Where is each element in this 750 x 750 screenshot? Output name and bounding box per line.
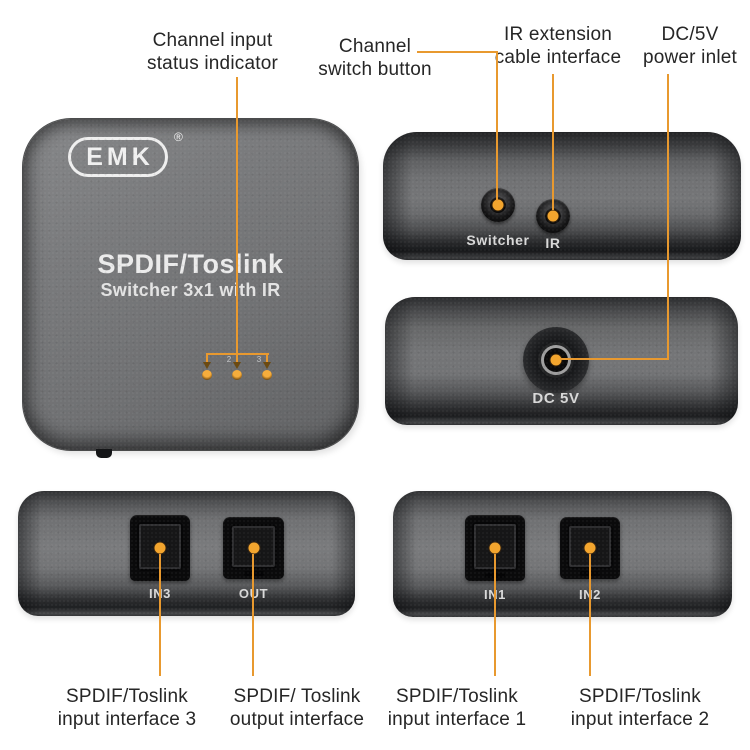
callout-line-dc-power	[560, 358, 669, 360]
toslink-port-out	[223, 517, 284, 579]
callout-line-ir-interface	[552, 74, 554, 210]
callout-drop-led1	[206, 355, 208, 363]
label-line: SPDIF/ Toslink	[233, 686, 361, 707]
callout-line-in1	[494, 554, 496, 676]
callout-line-switch-button	[417, 51, 498, 53]
callout-marker-dot	[248, 542, 259, 554]
brand-logo: EMK	[68, 137, 168, 177]
callout-bracket-leds	[206, 353, 269, 355]
label-spdif-output: SPDIF/ Toslink output interface	[202, 685, 392, 731]
product-subtitle: Switcher 3x1 with IR	[100, 280, 281, 300]
callout-marker-dot	[584, 542, 596, 554]
label-line: SPDIF/Toslink	[66, 686, 188, 707]
product-title: SPDIF/Toslink	[97, 249, 284, 279]
callout-marker-dot	[547, 210, 559, 222]
label-line: cable interface	[494, 47, 622, 68]
label-line: SPDIF/Toslink	[396, 686, 518, 707]
registered-trademark-icon: ®	[174, 130, 183, 144]
label-line: input interface 2	[570, 709, 710, 730]
callout-marker-dot	[492, 199, 504, 211]
callout-line-in3	[159, 554, 161, 676]
callout-line-status-indicator	[236, 77, 238, 354]
label-line: output interface	[229, 709, 365, 730]
label-line: power inlet	[642, 47, 738, 68]
label-line: SPDIF/Toslink	[579, 686, 701, 707]
callout-line-in2	[589, 554, 591, 676]
label-channel-input-status: Channel input status indicator	[120, 29, 305, 75]
led-number-3: 3	[256, 355, 262, 364]
device-foot	[96, 449, 112, 458]
device-top-view: Switcher IR	[383, 132, 741, 260]
channel-led-1	[202, 370, 212, 380]
callout-drop-led3	[266, 355, 268, 363]
device-io-view-right: IN1 IN2	[393, 491, 732, 617]
label-line: IR extension	[503, 24, 612, 45]
label-dc-power-inlet: DC/5V power inlet	[615, 23, 750, 69]
switcher-label: Switcher	[466, 232, 530, 248]
label-spdif-input-2: SPDIF/Toslink input interface 2	[545, 685, 735, 731]
ir-label: IR	[545, 235, 561, 251]
device-back-view: DC 5V	[385, 297, 738, 425]
callout-marker-dot	[154, 542, 166, 554]
callout-line-switch-button	[496, 51, 498, 201]
callout-line-dc-power	[667, 74, 669, 359]
device-io-view-left: IN3 OUT	[18, 491, 355, 616]
device-front-view: EMK ® SPDIF/Toslink Switcher 3x1 with IR	[23, 119, 358, 450]
label-channel-switch-button: Channel switch button	[300, 35, 450, 81]
arrow-down-icon	[203, 362, 211, 369]
label-spdif-input-3: SPDIF/Toslink input interface 3	[32, 685, 222, 731]
label-line: input interface 3	[57, 709, 197, 730]
callout-line-out	[252, 554, 254, 676]
label-line: switch button	[318, 59, 432, 80]
switcher-button	[481, 188, 515, 222]
callout-marker-dot	[489, 542, 501, 554]
channel-led-3	[262, 370, 272, 380]
label-line: DC/5V	[661, 24, 719, 45]
channel-led-2	[232, 370, 242, 380]
label-line: Channel	[338, 36, 412, 57]
label-line: input interface 1	[387, 709, 527, 730]
arrow-down-icon	[263, 362, 271, 369]
label-ir-extension-interface: IR extension cable interface	[483, 23, 633, 69]
label-line: status indicator	[147, 53, 278, 74]
arrow-down-icon	[233, 362, 241, 369]
label-line: Channel input	[152, 30, 273, 51]
callout-drop-led2	[236, 355, 238, 363]
dc-5v-label: DC 5V	[532, 390, 580, 407]
label-spdif-input-1: SPDIF/Toslink input interface 1	[362, 685, 552, 731]
dc-power-jack	[523, 327, 589, 393]
led-number-2: 2	[226, 355, 232, 364]
callout-marker-dot	[550, 354, 562, 366]
